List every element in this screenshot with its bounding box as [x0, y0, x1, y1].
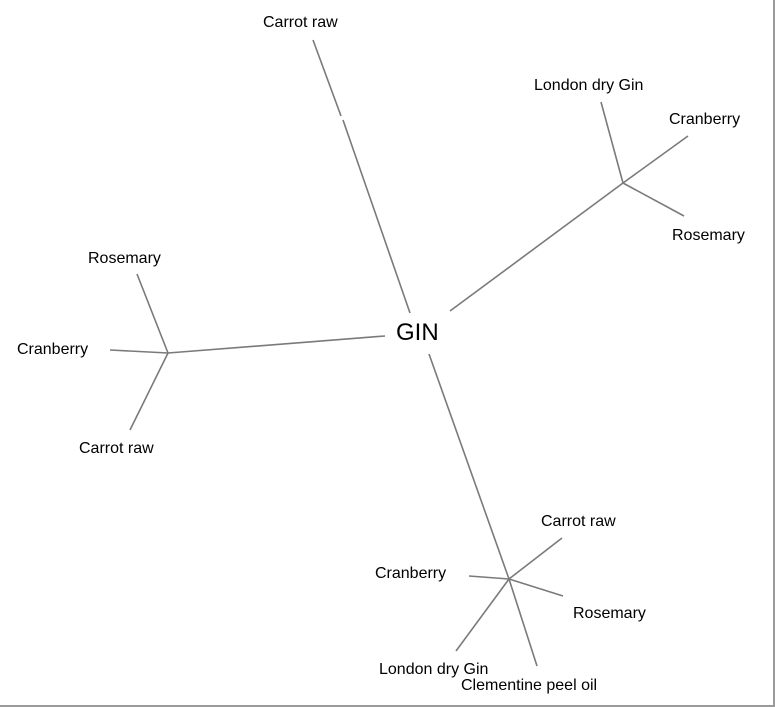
node-london-dry-gin-s: London dry Gin — [379, 661, 488, 678]
edge-root-ne-hub — [449, 182, 624, 312]
node-cranberry-ne: Cranberry — [669, 111, 740, 128]
edge-w-cranberry — [109, 349, 169, 354]
edge-s-carrot — [508, 537, 563, 580]
edge-ne-rosemary — [622, 182, 685, 217]
edge-w-carrot — [129, 352, 169, 431]
edge-root-top — [342, 119, 411, 314]
edge-ne-cranberry — [622, 135, 689, 184]
node-cranberry-s: Cranberry — [375, 565, 446, 582]
edge-top-leaf — [312, 39, 342, 117]
edge-s-cranberry — [468, 575, 510, 580]
edge-root-w-hub — [167, 335, 386, 354]
edge-root-s-hub — [428, 353, 510, 580]
edge-s-rosemary — [508, 578, 564, 597]
root-node-gin: GIN — [396, 319, 439, 346]
edge-w-rosemary — [136, 273, 169, 354]
node-rosemary-ne: Rosemary — [672, 227, 745, 244]
node-carrot-raw-w: Carrot raw — [79, 440, 154, 457]
node-carrot-raw-top: Carrot raw — [263, 14, 338, 31]
edge-ne-london — [600, 101, 624, 184]
node-carrot-raw-s: Carrot raw — [541, 513, 616, 530]
node-rosemary-w: Rosemary — [88, 250, 161, 267]
edge-s-london — [455, 578, 510, 652]
node-cranberry-w: Cranberry — [17, 341, 88, 358]
node-rosemary-s: Rosemary — [573, 605, 646, 622]
edge-s-clementine — [508, 578, 538, 667]
node-clementine-peel-oil-s: Clementine peel oil — [461, 677, 597, 694]
edges — [109, 39, 689, 667]
node-london-dry-gin-ne: London dry Gin — [534, 77, 643, 94]
